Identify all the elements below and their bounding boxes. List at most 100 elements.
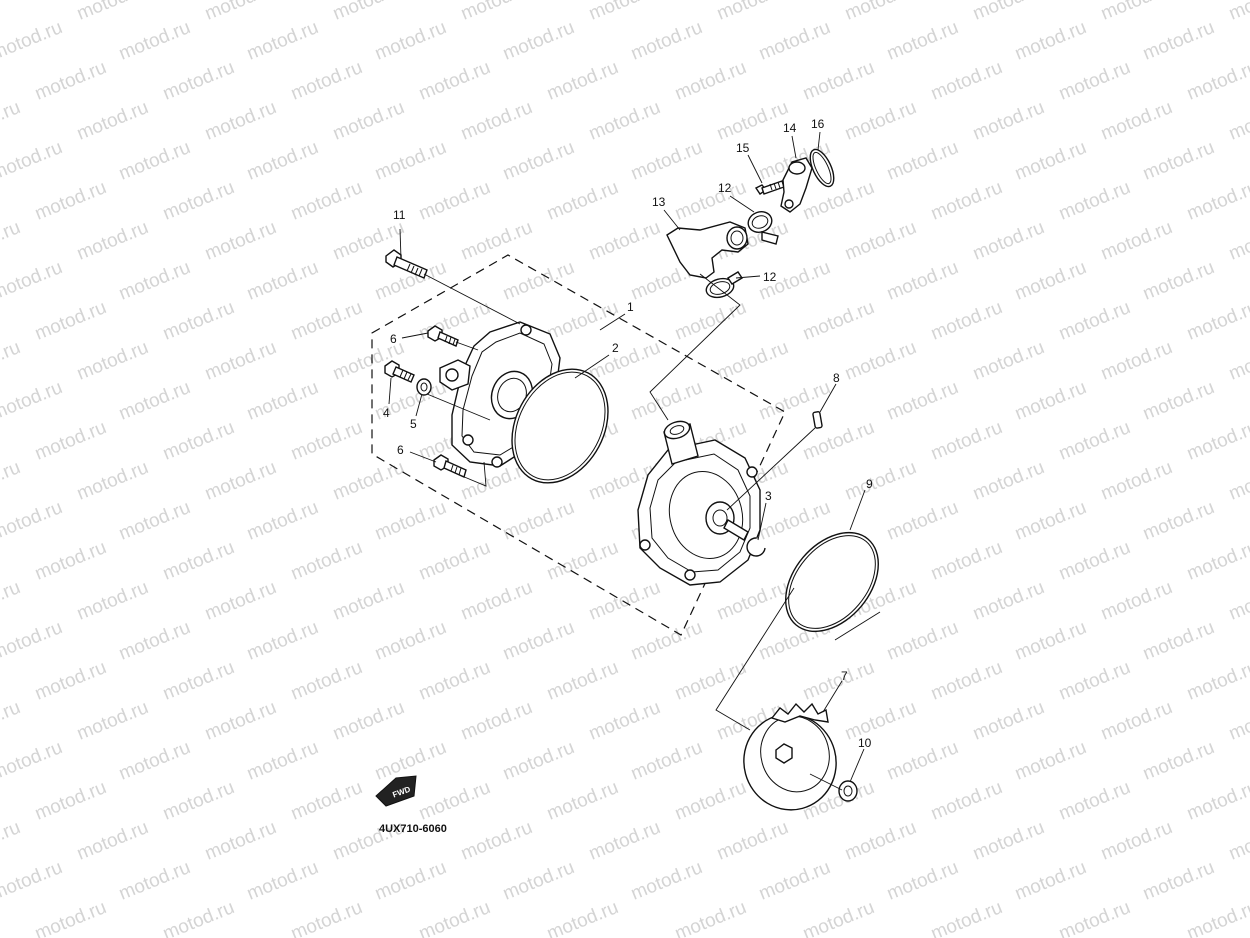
watermark-text: motod.ru [244,257,321,305]
watermark-text: motod.ru [884,17,961,65]
bolt-6-upper[interactable] [427,325,459,347]
watermark-text: motod.ru [74,577,151,625]
watermark-text: motod.ru [0,257,65,305]
watermark-text: motod.ru [756,857,833,905]
watermark-text: motod.ru [1140,377,1217,425]
watermark-text: motod.ru [330,577,407,625]
callout-12-upper: 12 [718,181,732,195]
watermark-text: motod.ru [714,577,791,625]
watermark-text: motod.ru [202,337,279,385]
hose-13[interactable] [666,221,749,279]
watermark-text: motod.ru [74,817,151,865]
watermark-text: motod.ru [32,897,109,938]
watermark-text: motod.ru [500,737,577,785]
watermark-text: motod.ru [160,297,237,345]
watermark-text: motod.ru [544,897,621,938]
watermark-text: motod.ru [884,617,961,665]
watermark-text: motod.ru [1140,617,1217,665]
drawing-code: 4UX710-6060 [379,823,447,835]
watermark-text: motod.ru [202,697,279,745]
pin-8[interactable] [812,411,823,429]
watermark-text: motod.ru [330,697,407,745]
watermark-text: motod.ru [672,777,749,825]
watermark-text: motod.ru [116,17,193,65]
watermark-text: motod.ru [1098,337,1175,385]
watermark-text: motod.ru [1056,57,1133,105]
watermark-text: motod.ru [372,497,449,545]
watermark-text: motod.ru [544,657,621,705]
watermark-text: motod.ru [970,577,1047,625]
watermark-text: motod.ru [116,857,193,905]
watermark-text: motod.ru [970,697,1047,745]
watermark-text: motod.ru [500,17,577,65]
impeller-gear-7[interactable] [733,702,847,821]
watermark-text: motod.ru [1056,177,1133,225]
bolt-4[interactable] [384,360,415,383]
watermark-text: motod.ru [74,217,151,265]
washer-5[interactable] [416,378,432,396]
watermark-text: motod.ru [202,817,279,865]
watermark-text: motod.ru [1140,737,1217,785]
watermark-text: motod.ru [288,417,365,465]
watermark-text: motod.ru [544,777,621,825]
watermark-text: motod.ru [800,657,877,705]
watermark-text: motod.ru [1056,297,1133,345]
watermark-text: motod.ru [628,617,705,665]
watermark-text: motod.ru [1226,0,1250,25]
watermark-text: motod.ru [970,0,1047,25]
watermark-text: motod.ru [714,97,791,145]
watermark-text: motod.ru [288,777,365,825]
hose-clamp-12-upper[interactable] [745,208,779,245]
watermark-text: motod.ru [244,17,321,65]
watermark-text: motod.ru [928,417,1005,465]
bolt-6-lower[interactable] [433,454,467,478]
hose-clamp-12-lower[interactable] [704,271,743,300]
watermark-text: motod.ru [500,617,577,665]
callout-14: 14 [783,121,797,135]
watermark-text: motod.ru [1012,857,1089,905]
watermark-text: motod.ru [1226,337,1250,385]
watermark-text: motod.ru [1098,457,1175,505]
watermark-text: motod.ru [970,817,1047,865]
watermark-text: motod.ru [0,377,65,425]
watermark-text: motod.ru [0,617,65,665]
watermark-text: motod.ru [928,57,1005,105]
o-ring-2[interactable] [493,352,627,499]
watermark-text: motod.ru [1184,897,1250,938]
watermark-text: motod.ru [842,457,919,505]
circlip-3[interactable] [746,537,766,557]
callout-11: 11 [393,208,406,222]
watermark-text: motod.ru [458,577,535,625]
watermark-text: motod.ru [586,0,663,25]
watermark-text: motod.ru [628,137,705,185]
circlip-10[interactable] [838,780,858,802]
watermark-text: motod.ru [74,457,151,505]
watermark-text: motod.ru [372,17,449,65]
watermark-text: motod.ru [884,257,961,305]
watermark-text: motod.ru [116,737,193,785]
watermark-text: motod.ru [330,457,407,505]
watermark-text: motod.ru [244,737,321,785]
callout-6-upper: 6 [390,332,397,346]
watermark-text: motod.ru [1140,857,1217,905]
watermark-text: motod.ru [458,817,535,865]
watermark-text: motod.ru [586,217,663,265]
watermark-text: motod.ru [928,657,1005,705]
callout-1: 1 [627,300,634,314]
watermark-text: motod.ru [0,17,65,65]
pump-body[interactable] [637,418,761,586]
o-ring-16[interactable] [805,146,838,190]
watermark-text: motod.ru [1226,97,1250,145]
watermark-text: motod.ru [116,497,193,545]
watermark-text: motod.ru [244,497,321,545]
joint-14[interactable] [780,157,813,213]
watermark-text: motod.ru [1098,817,1175,865]
bolt-11[interactable] [385,249,428,279]
watermark-text: motod.ru [714,337,791,385]
callout-5: 5 [410,417,417,431]
watermark-text: motod.ru [544,537,621,585]
bolt-15[interactable] [754,180,785,195]
watermark-text: motod.ru [74,97,151,145]
o-ring-9[interactable] [767,515,897,650]
